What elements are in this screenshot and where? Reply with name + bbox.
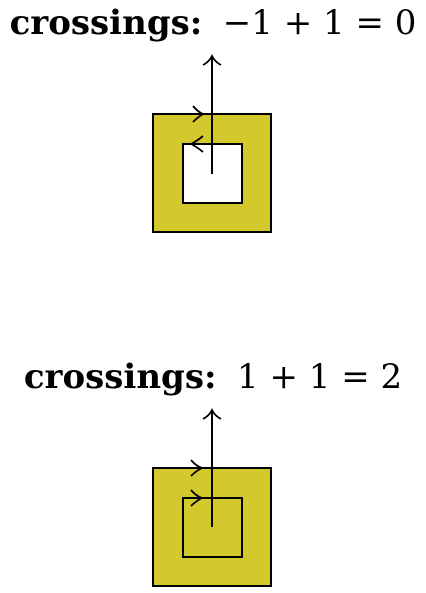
panel-2-equation: 1 + 1 = 2 <box>237 357 402 397</box>
panel-1-title-word: crossings: <box>10 3 203 43</box>
panel-1-outer-edge-arrow <box>192 105 206 123</box>
panel-2-title-word: crossings: <box>24 357 217 397</box>
panel-1-inner-edge-arrow <box>188 135 204 153</box>
panel-2-outer-edge-arrow <box>190 459 205 477</box>
panel-1-title: crossings: −1 + 1 = 0 <box>10 3 417 43</box>
panel-2: crossings: 1 + 1 = 2 <box>24 357 402 587</box>
panel-1: crossings: −1 + 1 = 0 <box>10 3 417 233</box>
panel-2-title: crossings: 1 + 1 = 2 <box>24 357 402 397</box>
panel-1-equation: −1 + 1 = 0 <box>223 3 417 43</box>
panel-2-inner-edge-arrow <box>190 489 205 507</box>
panel-1-ray-arrowhead <box>202 53 222 66</box>
panel-2-ray-arrowhead <box>202 407 222 420</box>
